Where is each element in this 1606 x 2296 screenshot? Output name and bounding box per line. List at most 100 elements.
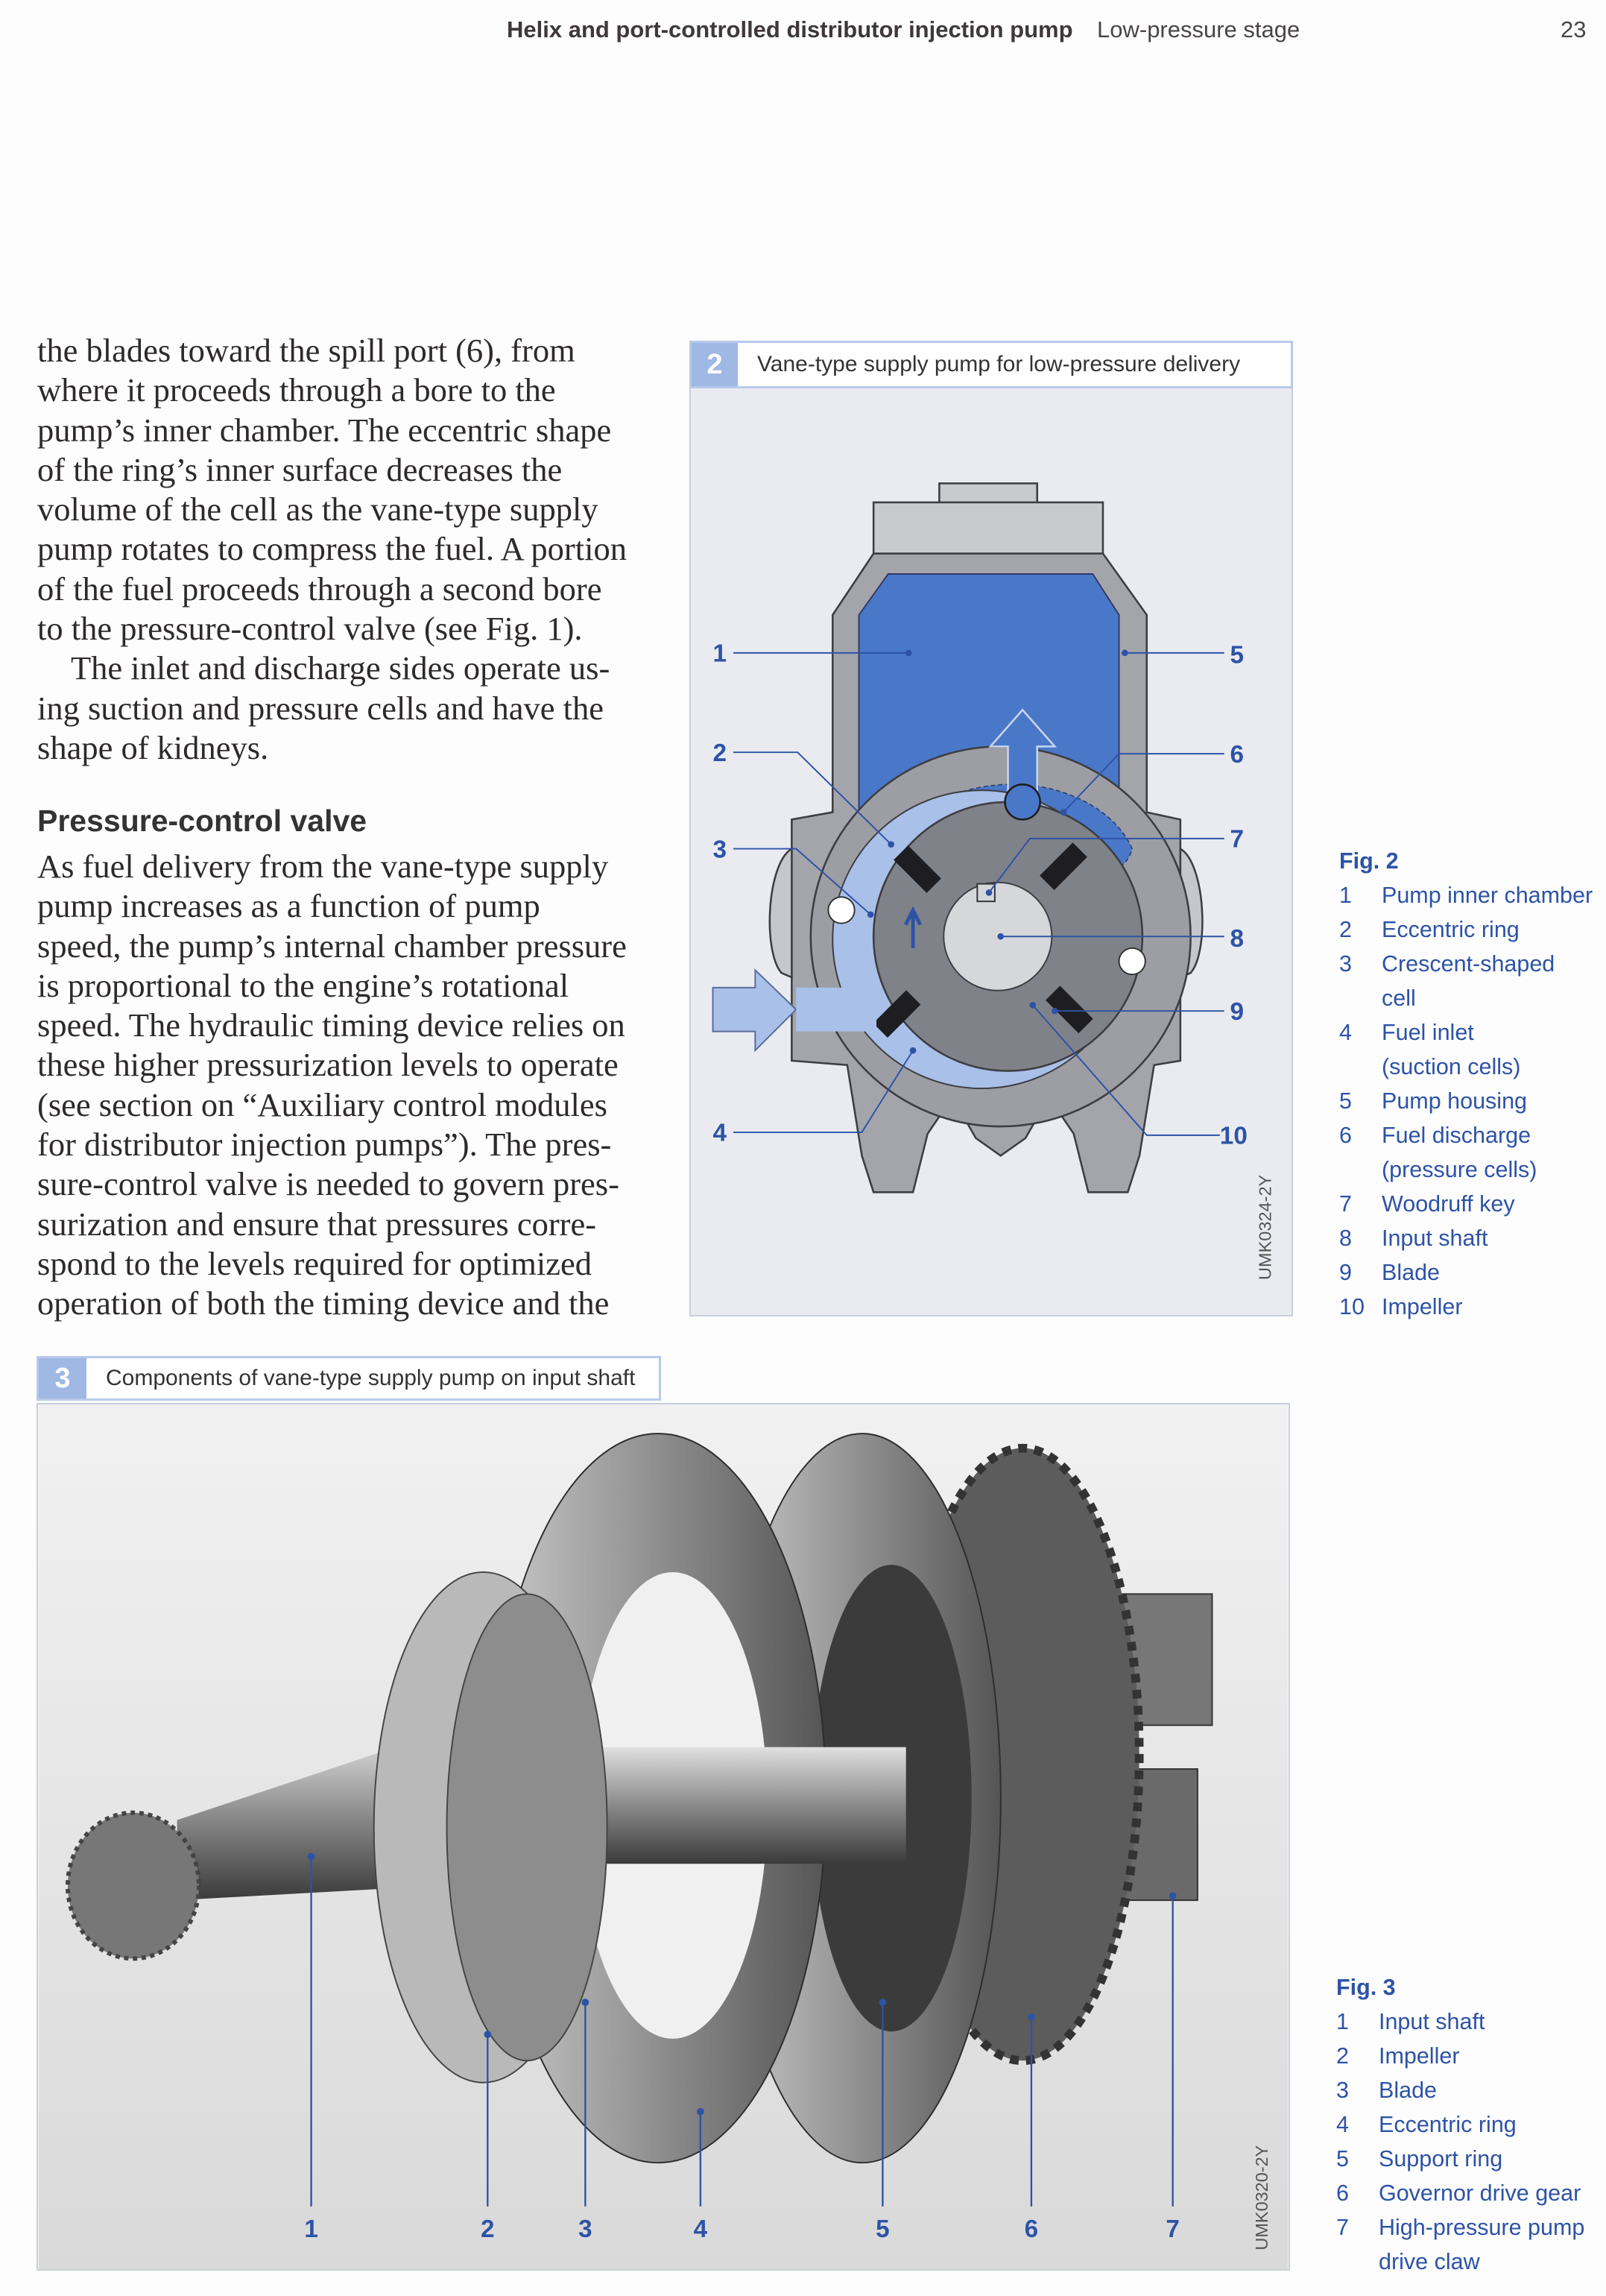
text-line: volume of the cell as the vane-type supp… <box>37 491 598 529</box>
text-line: operation of both the timing device and … <box>37 1284 610 1322</box>
text-line: pump’s inner chamber. The eccentric shap… <box>37 411 612 449</box>
blades <box>873 842 1093 1038</box>
legend-label: Pump inner chamber <box>1382 883 1593 908</box>
legend-label: Support ring <box>1379 2146 1503 2172</box>
figure-title: Components of vane-type supply pump on i… <box>106 1366 636 1390</box>
legend-item: 7 High-pressure pump drive claw <box>1336 2210 1584 2279</box>
text-line: for distributor injection pumps”). The p… <box>37 1126 612 1164</box>
figure-3-caption: 3 Components of vane-type supply pump on… <box>37 1356 661 1401</box>
legend-number: 9 <box>1339 1260 1352 1285</box>
legend-item: 5 Pump housing <box>1339 1084 1593 1118</box>
text-line: the blades toward the spill port (6), fr… <box>37 332 575 369</box>
callout-1: 1 <box>712 640 727 668</box>
callout-2: 2 <box>481 2215 495 2243</box>
section-heading: Pressure-control valve <box>37 804 367 838</box>
figure-title: Vane-type supply pump for low-pressure d… <box>757 352 1241 376</box>
legend-label: Impeller <box>1379 2043 1460 2069</box>
callout-4: 4 <box>694 2215 708 2243</box>
text-line: of the ring’s inner surface decreases th… <box>37 450 563 488</box>
figure-number: 2 <box>692 343 738 386</box>
text-line: surization and ensure that pressures cor… <box>37 1205 597 1243</box>
legend-label: Woodruff key <box>1382 1191 1515 1217</box>
callout-3: 3 <box>712 836 727 863</box>
legend-number: 7 <box>1336 2215 1349 2240</box>
legend-number: 4 <box>1339 1020 1352 1045</box>
legend-number: 4 <box>1336 2112 1349 2137</box>
text-line: (see section on “Auxiliary control modul… <box>37 1085 607 1123</box>
callout-6: 6 <box>1025 2215 1039 2243</box>
callout-5: 5 <box>876 2215 890 2243</box>
text-line: pump rotates to compress the fuel. A por… <box>37 530 627 568</box>
rotation-arrow-icon <box>904 906 923 948</box>
callout-3: 3 <box>578 2215 592 2243</box>
text-line: is proportional to the engine’s rotation… <box>37 966 569 1004</box>
fuel-inlet-arrow-icon <box>712 968 797 1053</box>
callout-1: 1 <box>304 2215 317 2243</box>
legend-number: 8 <box>1339 1226 1352 1251</box>
photo-leader-lines <box>310 1856 1174 2207</box>
running-header-section: Low-pressure stage <box>1097 16 1300 42</box>
text-line: speed. The hydraulic timing device relie… <box>37 1006 625 1044</box>
legend-number: 6 <box>1339 1123 1352 1148</box>
mounting-hole <box>827 896 856 924</box>
text-line: to the pressure-control valve (see Fig. … <box>37 610 583 648</box>
legend-title: Fig. 2 <box>1339 848 1399 874</box>
legend-number: 3 <box>1339 951 1352 977</box>
text-line: sure-control valve is needed to govern p… <box>37 1165 619 1203</box>
page-number: 23 <box>1561 16 1587 42</box>
text-line: The inlet and discharge sides operate us… <box>71 649 610 687</box>
text-line: of the fuel proceeds through a second bo… <box>37 570 602 608</box>
mounting-hole <box>1118 947 1146 976</box>
legend-number: 2 <box>1339 917 1352 942</box>
legend-item: 4 Fuel inlet (suction cells) <box>1339 1015 1593 1084</box>
vane-pump-diagram: 1 2 3 4 5 6 7 8 9 10 UMK0324-2Y <box>712 482 1274 1280</box>
text-line: ing suction and pressure cells and have … <box>37 689 604 727</box>
legend-number: 5 <box>1339 1088 1352 1114</box>
legend-label: Fuel inlet (suction cells) <box>1382 1020 1521 1079</box>
legend-item: 2 Eccentric ring <box>1339 912 1593 947</box>
text-line: shape of kidneys. <box>37 728 269 766</box>
legend-label: Blade <box>1379 2078 1438 2103</box>
components-photo: 1 2 3 4 5 6 7 UMK0320-2Y <box>37 1403 1290 2271</box>
legend-number: 7 <box>1339 1191 1352 1217</box>
legend-title: Fig. 3 <box>1336 1975 1396 2000</box>
text-line: As fuel delivery from the vane-type supp… <box>37 848 609 885</box>
legend-label: Input shaft <box>1379 2009 1485 2034</box>
legend-item: 6 Fuel discharge (pressure cells) <box>1339 1118 1593 1187</box>
callout-5: 5 <box>1230 642 1245 669</box>
body-paragraph-3: As fuel delivery from the vane-type supp… <box>37 847 656 1324</box>
legend-number: 6 <box>1336 2180 1349 2206</box>
text-line: where it proceeds through a bore to the <box>37 371 556 409</box>
legend-label: Impeller <box>1382 1294 1463 1319</box>
legend-number: 10 <box>1339 1294 1365 1319</box>
callout-4: 4 <box>712 1120 727 1147</box>
callout-7: 7 <box>1230 826 1245 854</box>
legend-item: 8 Input shaft <box>1339 1221 1593 1255</box>
input-shaft-cone <box>177 1732 440 1901</box>
callout-7: 7 <box>1166 2215 1180 2243</box>
figure-number: 3 <box>39 1358 86 1398</box>
legend-label: Fuel discharge (pressure cells) <box>1382 1123 1537 1182</box>
figure-code: UMK0320-2Y <box>1252 2145 1271 2250</box>
callout-9: 9 <box>1230 998 1245 1026</box>
legend-label: High-pressure pump drive claw <box>1379 2215 1585 2274</box>
figure-2-caption: 2 Vane-type supply pump for low-pressure… <box>689 341 1293 388</box>
running-header-chapter: Helix and port-controlled distributor in… <box>507 16 1073 42</box>
legend-label: Eccentric ring <box>1382 917 1520 942</box>
callout-6: 6 <box>1230 741 1245 769</box>
input-shaft-thread <box>65 1810 201 1961</box>
legend-label: Pump housing <box>1382 1088 1527 1114</box>
legend-label: Input shaft <box>1382 1226 1488 1251</box>
body-paragraph-1: the blades toward the spill port (6), fr… <box>37 331 656 768</box>
